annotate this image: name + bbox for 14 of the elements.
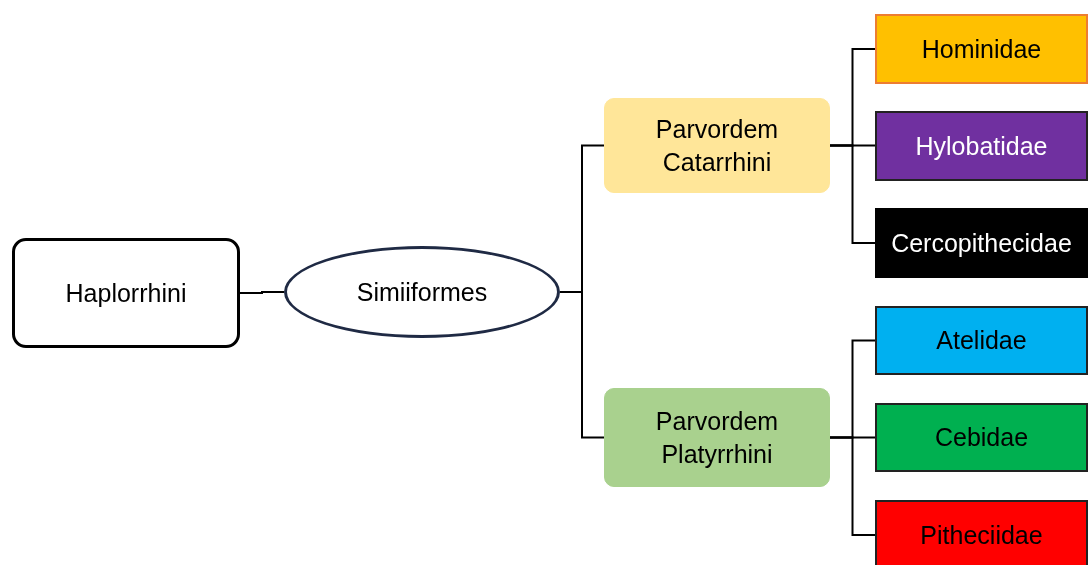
taxon-box: Haplorrhini [12, 238, 240, 348]
family-box: Cercopithecidae [875, 208, 1088, 278]
connector-line [559, 291, 605, 439]
family-box: Hylobatidae [875, 111, 1088, 181]
connector-line [829, 436, 876, 536]
connector-line [239, 291, 285, 294]
parvorder-box: Parvordem Catarrhini [604, 98, 830, 193]
family-box: Atelidae [875, 306, 1088, 375]
family-box: Cebidae [875, 403, 1088, 472]
taxon-ellipse: Simiiformes [284, 246, 560, 338]
family-box: Pitheciidae [875, 500, 1088, 565]
parvorder-box: Parvordem Platyrrhini [604, 388, 830, 487]
family-box: Hominidae [875, 14, 1088, 84]
connector-line [829, 144, 876, 244]
